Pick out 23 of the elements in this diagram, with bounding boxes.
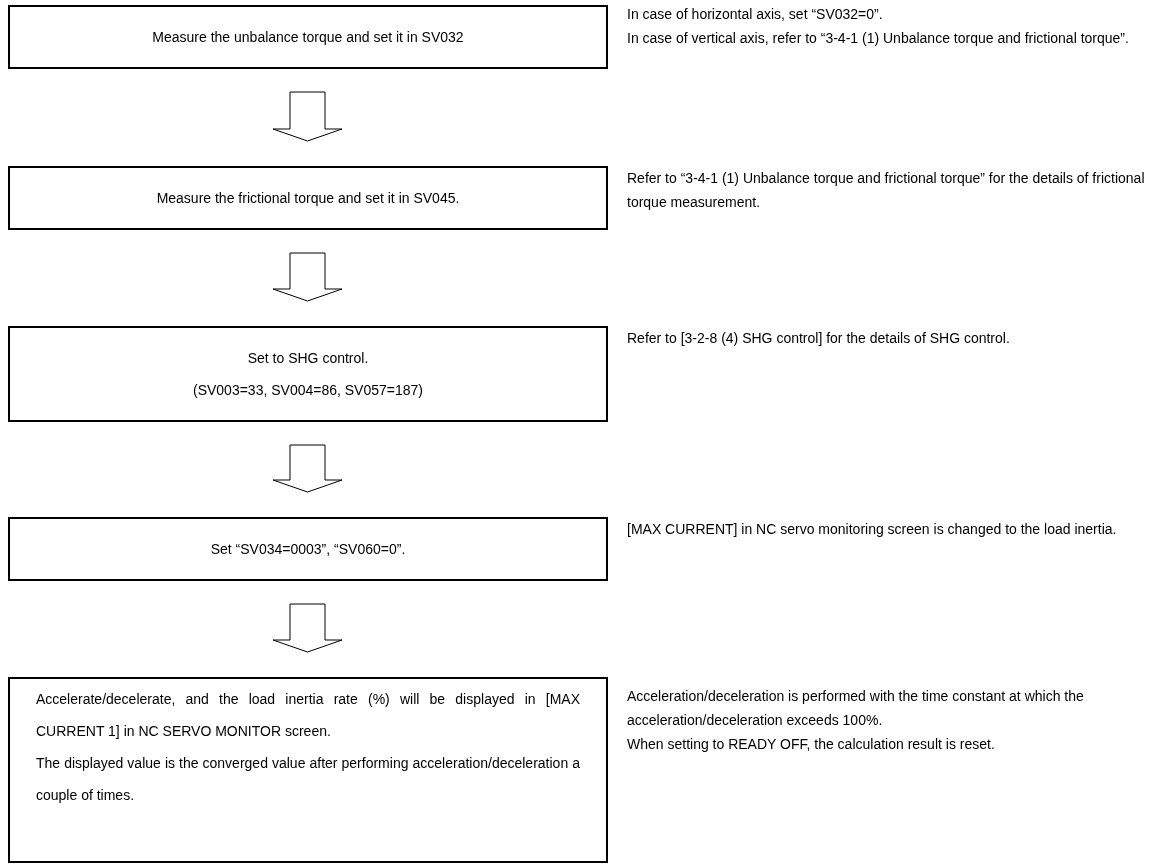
block-arrow (272, 91, 343, 142)
block-arrow (272, 603, 343, 653)
note-text: Refer to [3-2-8 (4) SHG control] for the details of SHG control. (627, 329, 1011, 348)
process-box (8, 677, 608, 863)
note-text: In case of horizontal axis, set “SV032=0”. (627, 5, 884, 24)
note-text: When setting to READY OFF, the calculation result is reset. (627, 735, 996, 754)
step-text: Set “SV034=0003”, “SV060=0”. (209, 540, 407, 559)
note-text: Refer to “3-4-1 (1) Unbalance torque and frictional torque” for the details of frictional torque measurement. (627, 169, 1146, 212)
step-text: Measure the frictional torque and set it in SV045. (155, 189, 461, 208)
step-text: The displayed value is the converged value after performing acceleration/deceleration a couple of times. (36, 754, 580, 805)
note-text: In case of vertical axis, refer to “3-4-1 (1) Unbalance torque and frictional torque”. (627, 29, 1130, 48)
block-arrow (272, 444, 343, 493)
block-arrow (272, 252, 343, 302)
note-text: [MAX CURRENT] in NC servo monitoring screen is changed to the load inertia. (627, 520, 1118, 539)
process-box (8, 517, 608, 581)
step-text: (SV003=33, SV004=86, SV057=187) (192, 381, 424, 400)
step-text: Measure the unbalance torque and set it in SV032 (151, 28, 465, 47)
process-box (8, 166, 608, 230)
process-box (8, 326, 608, 422)
step-text: Set to SHG control. (246, 349, 370, 368)
step-text: Accelerate/decelerate, and the load inertia rate (%) will be displayed in [MAX CURRENT 1] in NC SERVO MONITOR screen. (36, 690, 580, 741)
note-text: Acceleration/deceleration is performed with the time constant at which the acceleration/deceleration exceeds 100%. (627, 687, 1085, 730)
process-box (8, 5, 608, 69)
